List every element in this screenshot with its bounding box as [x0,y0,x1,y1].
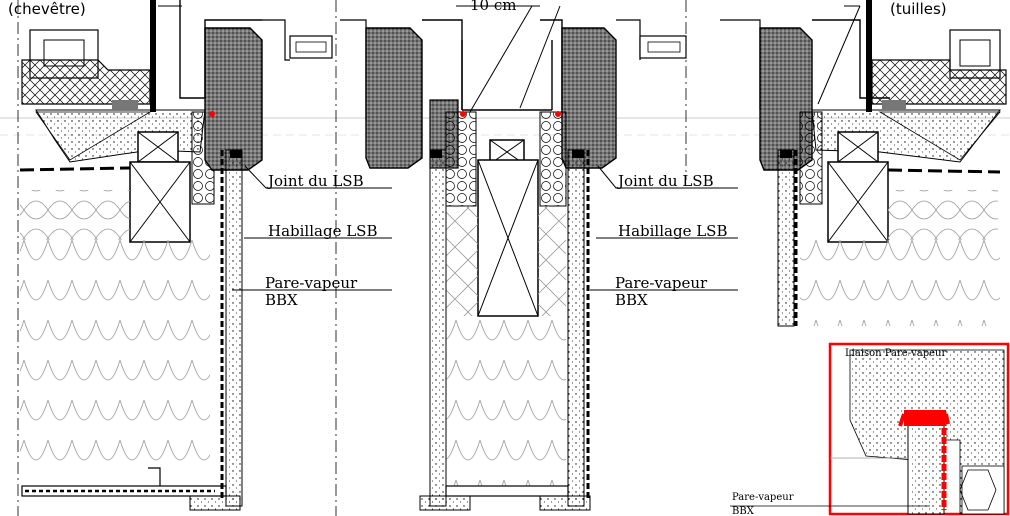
leader-lines [158,5,861,291]
detail-pare-vapeur: Pare-vapeur [732,492,794,503]
detail-inset: Liaison Pare-vapeur Pare-vapeur BBX [730,342,1010,516]
center-section [209,19,812,511]
label-habillage-left: Habillage LSB [268,222,377,240]
left-section [19,0,333,511]
label-joint-right: Joint du LSB [616,172,714,190]
label-bbx-left: BBX [265,291,298,309]
label-pare-vapeur-right: Pare-vapeur [615,274,708,292]
detail-bbx: BBX [732,506,755,516]
label-pare-vapeur-left: Pare-vapeur [265,274,358,292]
label-chevetre: (chevêtre) [8,0,86,18]
right-section [720,0,1007,327]
label-joint-left: Joint du LSB [266,172,364,190]
label-tuilles: (tuilles) [890,0,947,18]
label-bbx-right: BBX [615,291,648,309]
label-10cm: 10 cm [470,0,516,14]
label-habillage-right: Habillage LSB [618,222,727,240]
detail-title: Liaison Pare-vapeur [845,348,946,359]
